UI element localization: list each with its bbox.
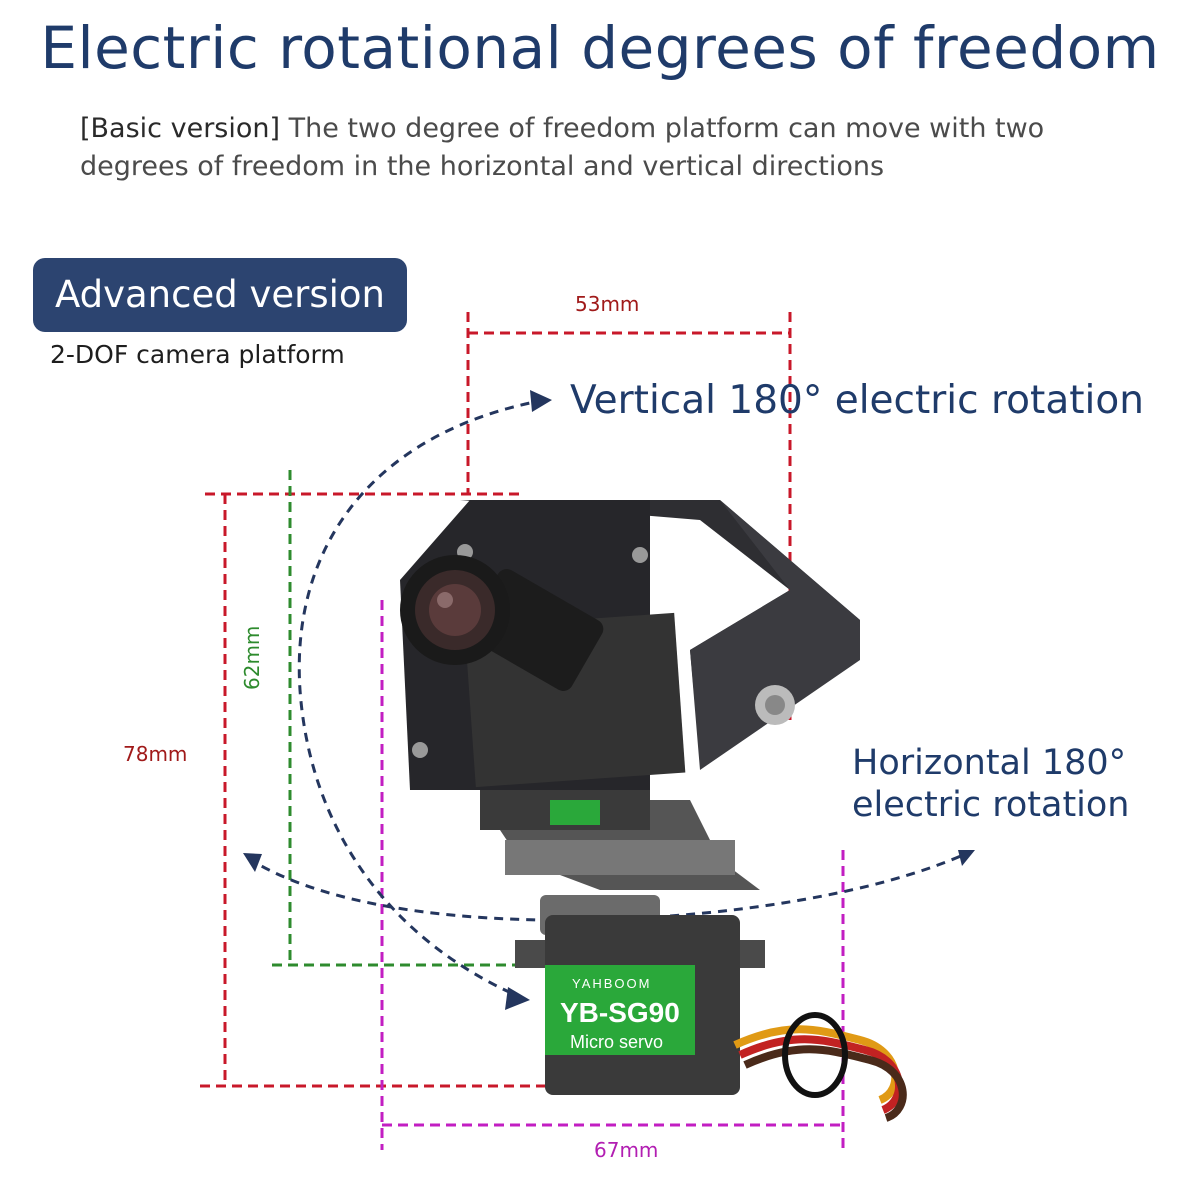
basic-version-tag: [Basic version] (80, 113, 281, 144)
intro-text: The two degree of freedom platform can m… (80, 113, 1045, 182)
dimension-top-width: 53mm (575, 292, 640, 316)
dimension-inner-height: 62mm (240, 625, 264, 690)
rotation-arcs (247, 398, 971, 999)
servo-model-label: YB-SG90 (560, 997, 680, 1028)
servo-base (515, 895, 765, 1095)
servo-brand-label: YAHBOOM (572, 976, 652, 991)
advanced-version-badge: Advanced version (33, 258, 407, 332)
dimension-lines-green (272, 470, 550, 967)
intro-paragraph: [Basic version] The two degree of freedo… (80, 110, 1140, 186)
dimension-lines-magenta (380, 600, 845, 1150)
callout-vertical-rotation: Vertical 180° electric rotation (570, 378, 1144, 423)
dimension-left-height: 78mm (123, 742, 188, 766)
badge-subtitle: 2-DOF camera platform (50, 340, 345, 369)
servo-cable (733, 1012, 907, 1122)
callout-horizontal-rotation: Horizontal 180° electric rotation (852, 743, 1130, 825)
arrowheads (243, 390, 975, 1010)
page-title: Electric rotational degrees of freedom (40, 14, 1160, 82)
dimension-bottom-width: 67mm (594, 1138, 659, 1162)
camera-lens-icon (400, 555, 604, 691)
servo-type-label: Micro servo (570, 1032, 663, 1052)
